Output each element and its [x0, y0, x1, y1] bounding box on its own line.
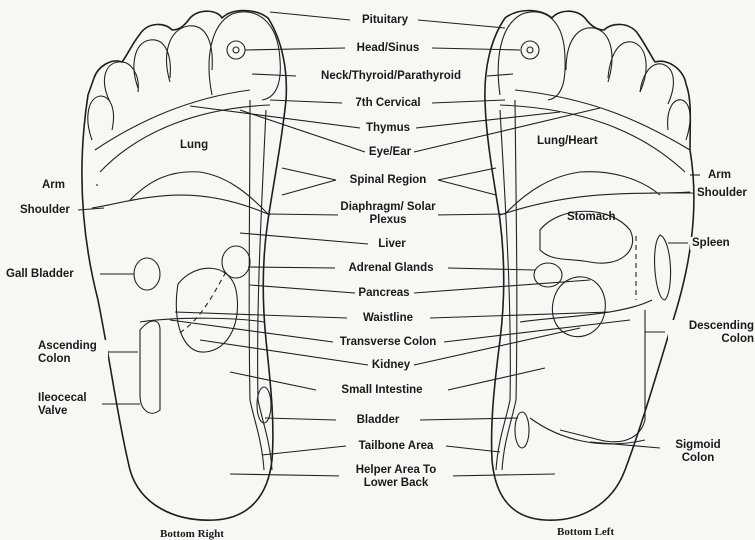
label-bladder: Bladder: [355, 414, 402, 427]
left-toe-2: [566, 28, 612, 82]
label-arm-left: Arm: [706, 169, 733, 182]
leader-transverse-l: [444, 320, 630, 342]
right-neck-line: [95, 90, 250, 150]
label-diaphragm: Diaphragm/ Solar Plexus: [338, 201, 438, 227]
leader-head-l: [432, 48, 520, 50]
right-adrenal: [222, 246, 250, 278]
label-spleen: Spleen: [690, 237, 732, 250]
left-pituitary-dot: [527, 47, 533, 53]
caption-bottom-left: Bottom Left: [555, 526, 616, 539]
label-lung: Lung: [178, 139, 210, 152]
label-tailbone: Tailbone Area: [357, 440, 436, 453]
right-kidney: [176, 268, 237, 352]
left-bladder: [515, 412, 529, 448]
right-big-toe: [209, 12, 280, 100]
leader-thymus-r: [190, 106, 360, 128]
caption-bottom-right: Bottom Right: [158, 528, 226, 540]
leader-pancreas-l: [414, 280, 590, 293]
label-pituitary: Pituitary: [360, 14, 410, 27]
leader-small-intestine-r: [230, 372, 316, 390]
leader-bladder-r: [265, 418, 336, 420]
right-pituitary-dot: [233, 47, 239, 53]
right-pituitary-point: [227, 41, 245, 59]
leader-spinal-l2: [438, 180, 496, 195]
leader-bladder-l: [420, 418, 518, 420]
leader-pancreas-r: [250, 285, 355, 293]
leader-transverse-r: [170, 320, 333, 342]
label-neck-thyroid: Neck/Thyroid/Parathyroid: [319, 70, 463, 83]
leader-waist-r: [175, 312, 347, 318]
leader-helper-r: [230, 474, 344, 476]
label-ascending-colon: Ascending Colon: [36, 340, 108, 366]
leader-adrenal-r: [248, 267, 335, 268]
leader-spinal-r1: [282, 168, 336, 180]
leader-spinal-l1: [438, 168, 496, 180]
left-spleen: [655, 235, 671, 300]
right-toe-5: [88, 96, 114, 140]
leader-liver: [240, 233, 368, 244]
label-pancreas: Pancreas: [356, 287, 411, 300]
leader-pituitary-r: [270, 12, 350, 20]
label-ileocecal: Ileocecal Valve: [36, 392, 102, 418]
leader-adrenal-l: [448, 268, 535, 270]
left-toe-5: [668, 100, 690, 140]
label-arm-right: Arm: [40, 179, 67, 192]
leader-cervical-r: [270, 100, 342, 103]
leader-helper-l: [448, 474, 555, 476]
right-toe-2: [167, 26, 213, 82]
right-foot-outline: [82, 11, 286, 521]
left-toe-4: [640, 64, 673, 104]
leader-neck-r: [252, 74, 296, 76]
leader-cervical-l: [432, 100, 505, 103]
left-pituitary-point: [521, 41, 539, 59]
leader-spinal-r2: [282, 180, 336, 195]
label-gall-bladder: Gall Bladder: [4, 268, 76, 281]
label-waistline: Waistline: [361, 312, 415, 325]
leader-neck-l: [487, 74, 513, 76]
label-descending-colon: Descending Colon: [668, 320, 755, 346]
right-diaphragm: [130, 172, 268, 214]
label-eye-ear: Eye/Ear: [367, 146, 413, 159]
left-kidney: [552, 277, 605, 337]
leader-pituitary-l: [418, 20, 505, 28]
right-ascending-colon: [140, 321, 160, 413]
label-adrenal: Adrenal Glands: [347, 262, 436, 275]
left-transverse-colon: [520, 300, 652, 322]
leader-tailbone-r: [262, 446, 346, 455]
label-helper: Helper Area To Lower Back: [339, 464, 453, 490]
label-lung-heart: Lung/Heart: [535, 135, 600, 148]
right-shoulder-line: [92, 195, 270, 215]
label-transverse-colon: Transverse Colon: [338, 336, 439, 349]
label-stomach: Stomach: [565, 211, 618, 224]
leader-diaphragm-r: [268, 214, 340, 215]
right-foot: [78, 11, 286, 521]
left-big-toe: [498, 12, 565, 100]
label-sigmoid-colon: Sigmoid Colon: [665, 439, 731, 465]
label-spinal: Spinal Region: [348, 174, 429, 187]
label-shoulder-left: Shoulder: [695, 187, 749, 200]
label-cervical: 7th Cervical: [353, 97, 422, 110]
leader-diaphragm-l: [434, 214, 505, 215]
right-transverse-colon: [140, 318, 264, 322]
leader-eye-r: [240, 110, 365, 152]
leader-thymus-l: [416, 112, 560, 128]
label-thymus: Thymus: [364, 122, 412, 135]
right-toe-3: [134, 40, 170, 88]
label-small-intestine: Small Intestine: [339, 384, 424, 397]
label-head-sinus: Head/Sinus: [355, 42, 422, 55]
label-kidney: Kidney: [370, 359, 412, 372]
right-toe-4: [104, 62, 138, 102]
right-gall-bladder: [134, 258, 160, 290]
label-liver: Liver: [376, 238, 408, 251]
leader-head-r: [245, 48, 345, 50]
left-toe-3: [608, 42, 646, 92]
label-shoulder-right: Shoulder: [18, 204, 72, 217]
leader-shoulder-right: [78, 208, 104, 210]
